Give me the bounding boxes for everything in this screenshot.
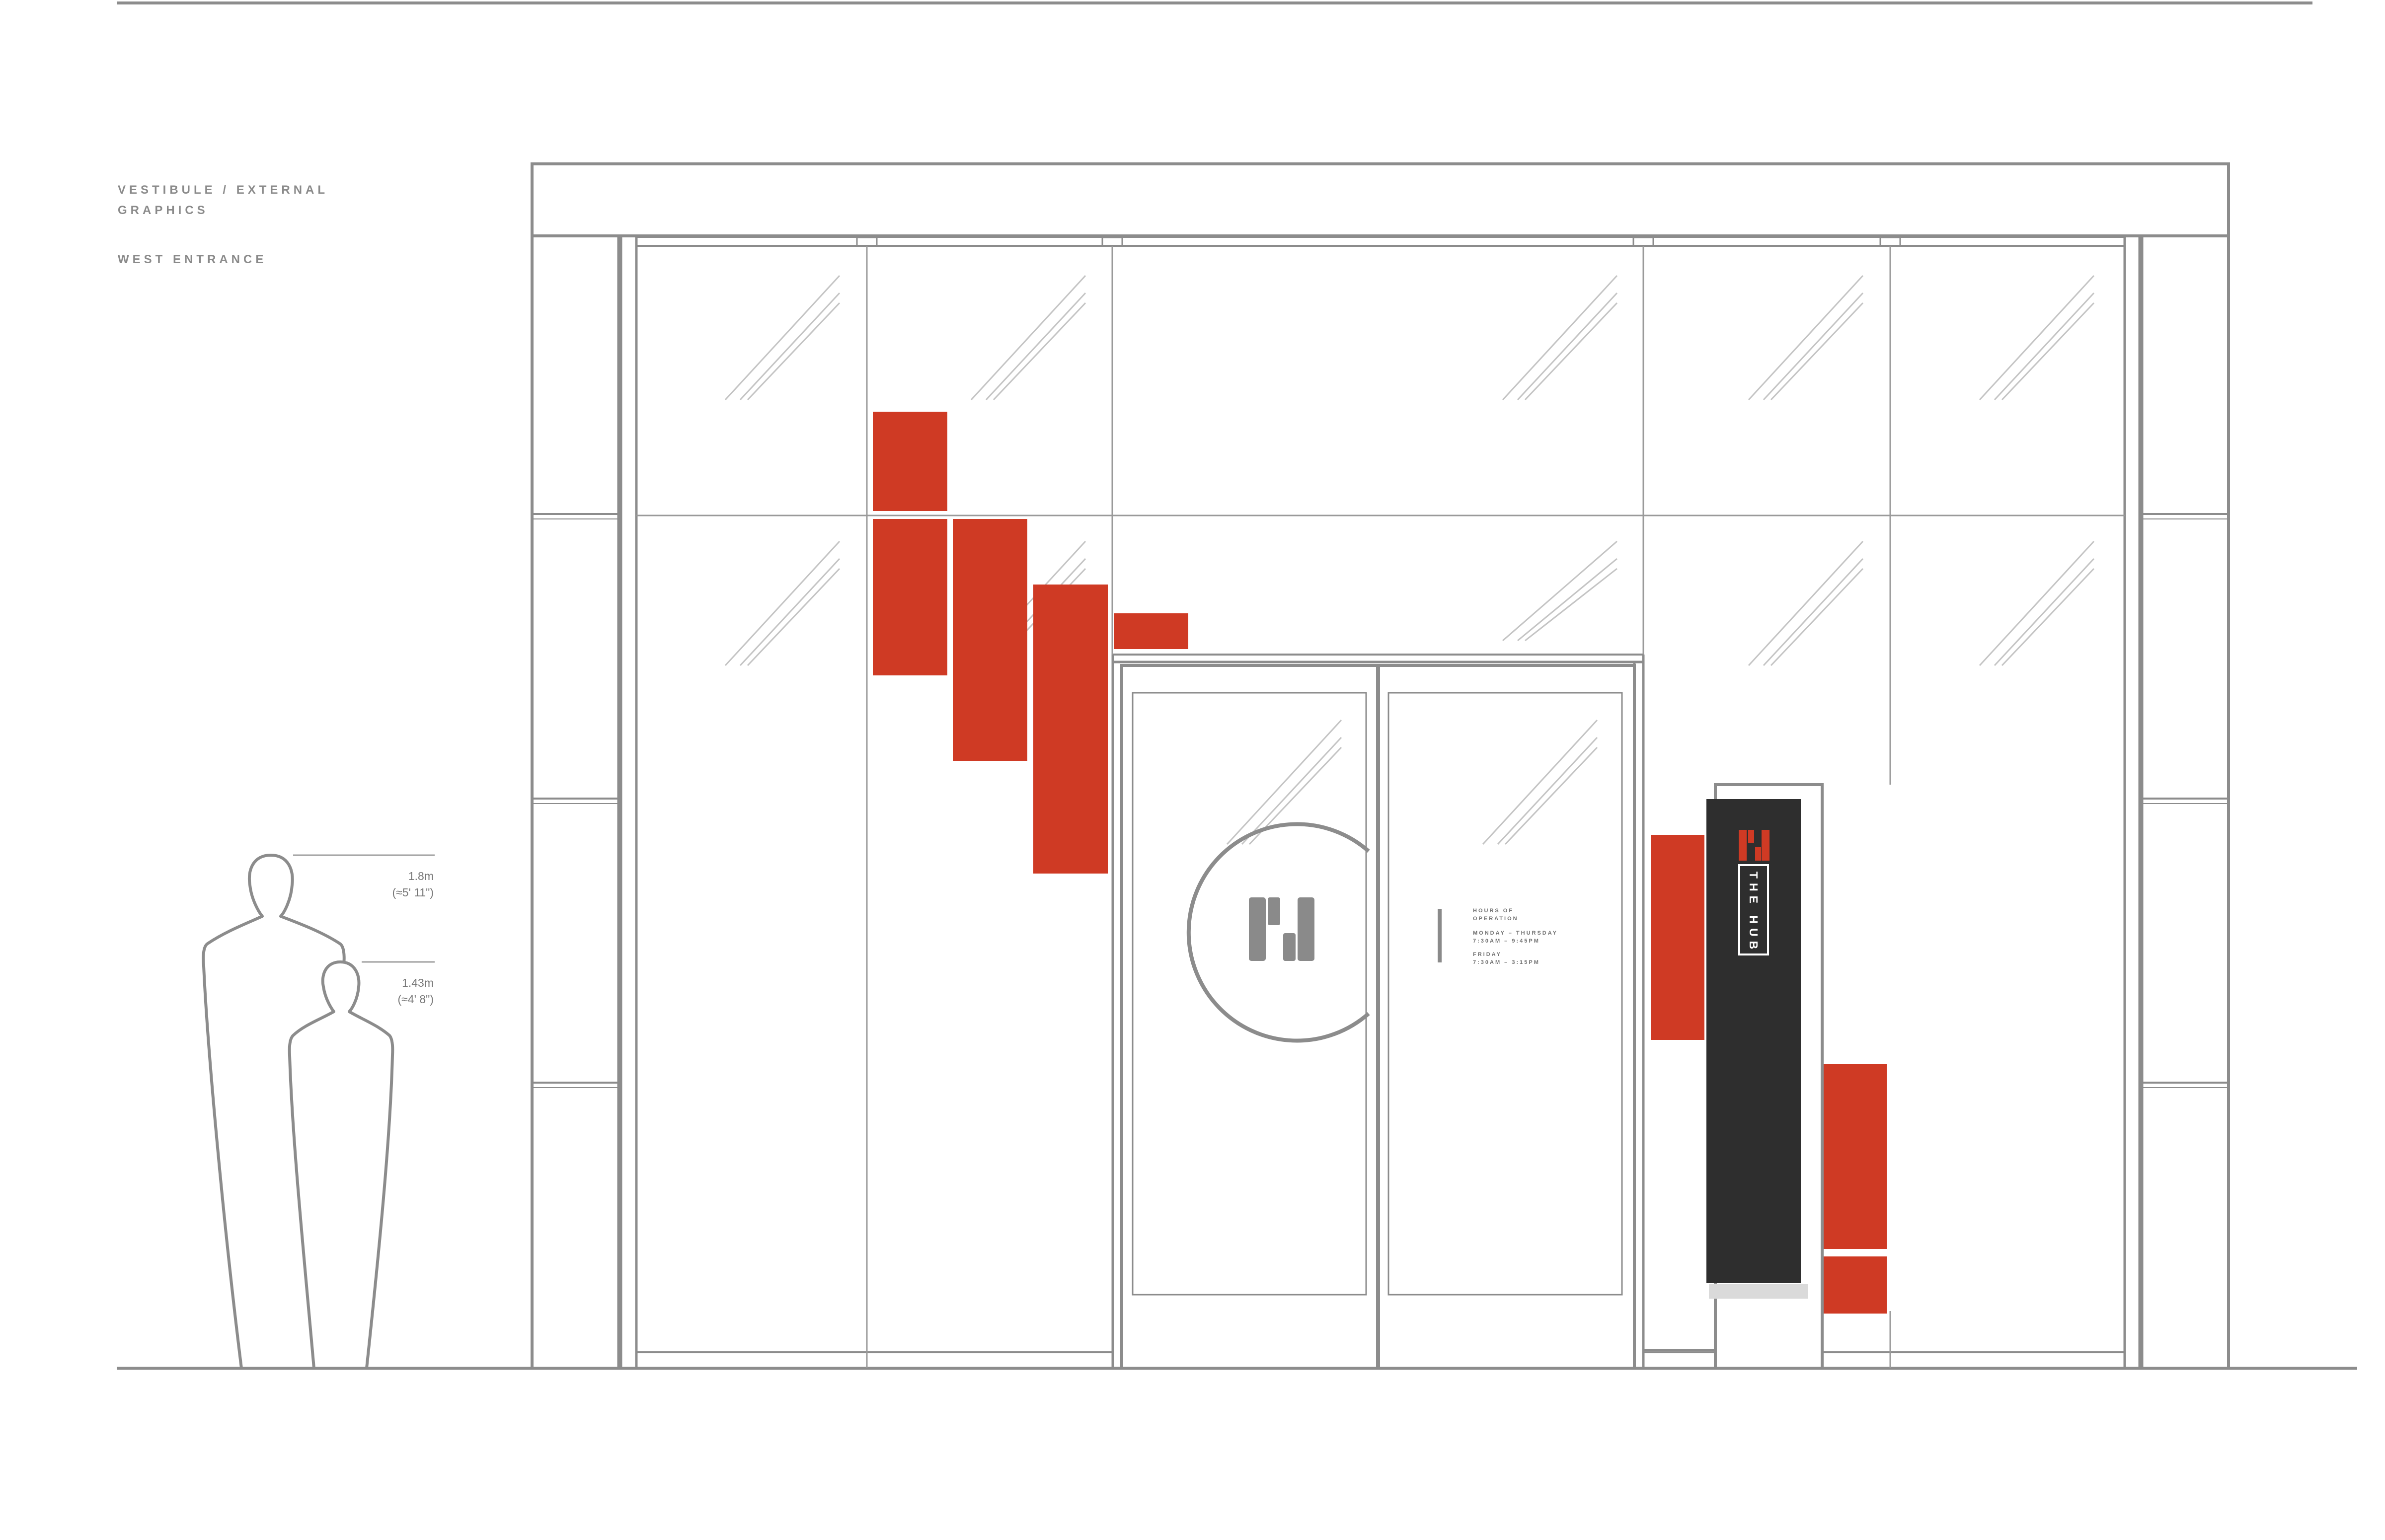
- decal-ring: [1186, 822, 1370, 1043]
- height-dimensions: [293, 854, 435, 963]
- pylon-name-frame: [1738, 864, 1769, 955]
- pylon-shadow: [1709, 1284, 1808, 1299]
- red-panel-1: [873, 412, 947, 511]
- child-figure: [288, 960, 394, 1370]
- red-panel-4: [1033, 585, 1108, 874]
- right-door-leaf: [1377, 664, 1636, 1370]
- entrance-doors: [1111, 654, 1716, 1370]
- child-height-label: 1.43m: [402, 976, 434, 989]
- glass-reflections: [724, 275, 2095, 845]
- red-panel-8: [1822, 1256, 1887, 1314]
- child-height-imperial: (≈4' 8"): [398, 993, 434, 1006]
- adult-height-imperial: (≈5' 11"): [392, 886, 434, 899]
- red-panel-3: [953, 519, 1027, 761]
- adult-height-label: 1.8m: [408, 870, 434, 882]
- red-panel-7: [1822, 1064, 1887, 1249]
- facade: [531, 162, 2230, 1368]
- hours-weekday-time: 7:30AM – 9:45PM: [1473, 938, 1540, 944]
- pylon-brand-name: THE HUB: [1747, 872, 1760, 953]
- sheet-title-line2: GRAPHICS: [118, 204, 209, 217]
- scale-figures: [202, 854, 394, 1370]
- hours-divider-bar: [1438, 909, 1442, 962]
- door-logo-decal: [1186, 822, 1370, 1043]
- hours-title-line1: HOURS OF: [1473, 908, 1514, 914]
- red-panel-6: [1651, 835, 1704, 1040]
- red-panel-5: [1114, 613, 1188, 649]
- hours-decal: HOURS OF OPERATION MONDAY – THURSDAY 7:3…: [1438, 908, 1558, 965]
- sheet-title-line1: VESTIBULE / EXTERNAL: [118, 183, 328, 197]
- hours-title-line2: OPERATION: [1473, 916, 1519, 922]
- sheet-subtitle: WEST ENTRANCE: [118, 253, 267, 266]
- red-window-graphics: [873, 412, 1887, 1314]
- left-door-leaf: [1120, 664, 1379, 1370]
- hub-logo-icon: [1249, 897, 1314, 961]
- hours-friday-time: 7:30AM – 3:15PM: [1473, 959, 1540, 965]
- hours-friday-label: FRIDAY: [1473, 952, 1502, 957]
- pylon-sign: THE HUB: [1706, 783, 1824, 1370]
- right-door-glass: [1387, 692, 1623, 1296]
- fascia: [531, 162, 2230, 237]
- glass-grid: [636, 246, 2125, 1368]
- hours-weekday-label: MONDAY – THURSDAY: [1473, 930, 1558, 936]
- left-door-glass: [1132, 692, 1367, 1296]
- pylon-logo-icon: [1739, 830, 1770, 861]
- red-panel-2: [873, 519, 947, 675]
- pylon-panel: [1706, 799, 1801, 1283]
